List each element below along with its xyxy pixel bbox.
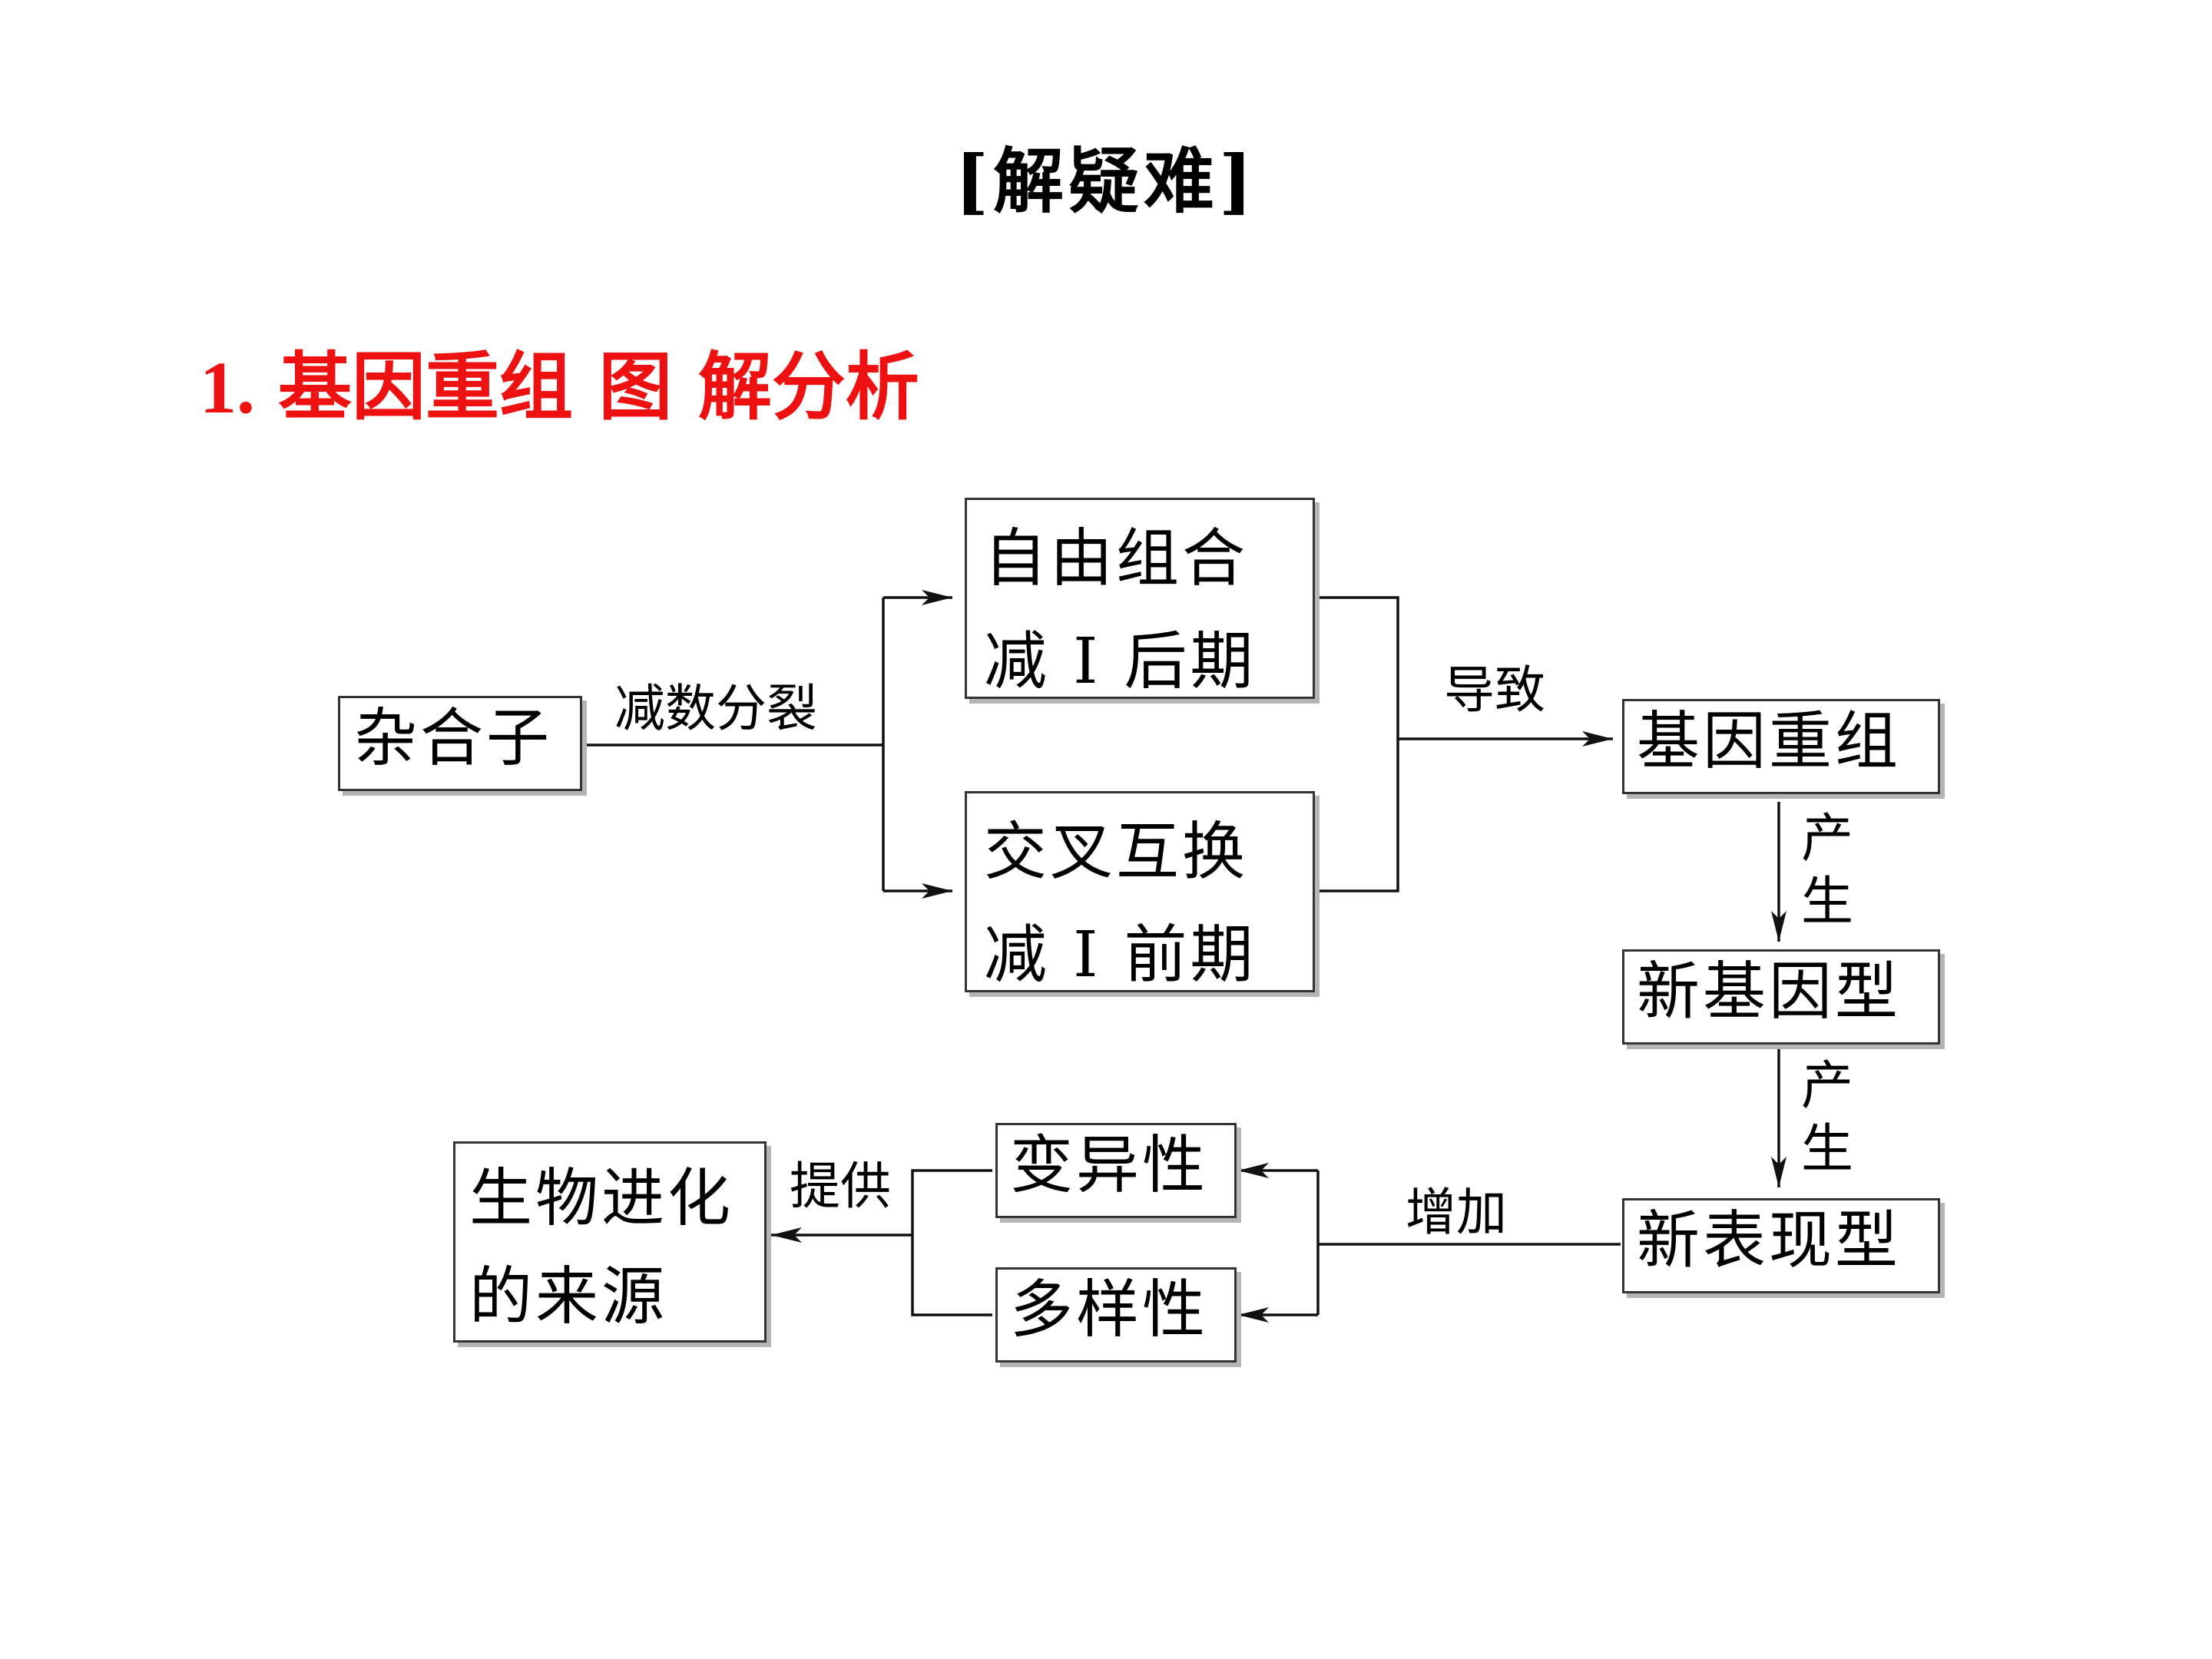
node-variability: 变异性 [995,1123,1237,1218]
node-evolution-source-line1: 生物进化 [469,1162,734,1235]
node-crossing-over: 交叉互换 减 Ⅰ 前期 [965,791,1315,992]
label-meiosis: 减数分裂 [614,679,817,738]
section-title-text: 基因重组 图 解分析 [278,343,919,430]
page-heading: [解疑难] [955,140,1257,223]
node-new-phenotype-text: 新表现型 [1637,1204,1902,1277]
node-free-combination-line2: 减 Ⅰ 后期 [984,625,1257,698]
label-provide: 提供 [790,1157,891,1216]
node-new-genotype: 新基因型 [1622,949,1940,1045]
label-produce-2: 产生 [1800,1056,1853,1180]
node-new-genotype-text: 新基因型 [1637,955,1902,1028]
label-produce-1: 产生 [1800,809,1853,932]
node-recombination: 基因重组 [1622,699,1940,794]
edge-free-combination-merge [1315,596,1399,892]
node-recombination-text: 基因重组 [1637,705,1902,778]
section-title: 1. 基因重组 图 解分析 [200,341,919,434]
node-free-combination-line1: 自由组合 [984,522,1249,595]
node-evolution-source: 生物进化 的来源 [453,1141,767,1343]
node-free-combination: 自由组合 减 Ⅰ 后期 [965,498,1315,699]
section-number: 1. [200,346,255,429]
node-hybrid: 杂合子 [338,696,582,791]
node-hybrid-text: 杂合子 [354,702,553,775]
node-variability-text: 变异性 [1010,1129,1209,1202]
edge-variability-merge [911,1169,992,1316]
node-evolution-source-line2: 的来源 [469,1260,668,1333]
label-increase: 增加 [1406,1183,1507,1242]
node-new-phenotype: 新表现型 [1622,1198,1940,1293]
node-crossing-over-line2: 减 Ⅰ 前期 [984,919,1257,992]
node-crossing-over-line1: 交叉互换 [984,816,1249,889]
node-diversity: 多样性 [995,1267,1237,1363]
label-leads-to: 导致 [1444,661,1545,720]
node-diversity-text: 多样性 [1010,1273,1209,1346]
